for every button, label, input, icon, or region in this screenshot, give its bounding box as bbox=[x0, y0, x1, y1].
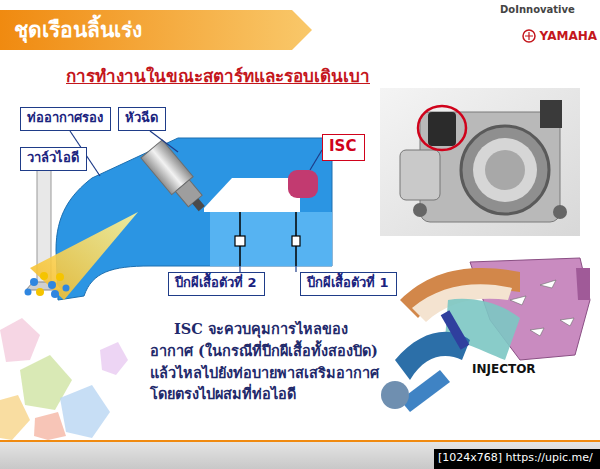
part-name: ISC bbox=[329, 137, 358, 157]
cutaway-illustration bbox=[441, 310, 470, 350]
throttle-body-photo bbox=[400, 150, 440, 200]
fuel-droplets bbox=[36, 288, 44, 296]
brand-slogan: DoInnovative bbox=[500, 4, 575, 15]
fuel-droplets bbox=[51, 290, 59, 298]
logo-emblem bbox=[525, 32, 533, 40]
intake-duct bbox=[56, 138, 332, 300]
fuel-droplets bbox=[40, 272, 48, 280]
title-banner bbox=[0, 10, 312, 50]
part-label: ท่ออากาศรอง bbox=[20, 107, 111, 131]
decor-gems bbox=[0, 395, 30, 440]
throttle-body-photo bbox=[485, 150, 525, 190]
throttle-body-photo bbox=[540, 100, 562, 128]
leader-line bbox=[295, 266, 296, 272]
leader-line bbox=[310, 150, 322, 170]
throttle-body-photo bbox=[473, 138, 537, 202]
part-label: วาล์วไอดี bbox=[20, 147, 87, 171]
leader-line bbox=[46, 131, 322, 272]
footer-line bbox=[0, 440, 600, 442]
throttle-body-photo bbox=[420, 112, 560, 222]
intake-duct bbox=[210, 212, 332, 266]
isc-valve bbox=[288, 170, 318, 198]
part-name: วาล์วไอดี bbox=[27, 150, 80, 167]
fuel-droplets bbox=[56, 273, 64, 281]
cutaway-illustration bbox=[381, 258, 590, 412]
part-name: ปีกผีเสื้อตัวที่ 2 bbox=[175, 275, 258, 292]
part-label: หัวฉีด bbox=[118, 107, 166, 131]
cutaway-illustration bbox=[560, 318, 574, 326]
cutaway-illustration bbox=[510, 296, 526, 305]
logo-emblem bbox=[523, 30, 535, 42]
fuel-droplets bbox=[48, 281, 56, 289]
part-name: ปีกผีเสื้อตัวที่ 1 bbox=[307, 275, 390, 292]
part-name: ท่ออากาศรอง bbox=[27, 110, 104, 127]
cutaway-illustration bbox=[530, 328, 544, 336]
part-label: ปีกผีเสื้อตัวที่ 1 bbox=[300, 272, 397, 296]
decor-gems bbox=[34, 412, 66, 440]
throttle-body-photo bbox=[418, 106, 466, 150]
throttle-body-photo bbox=[461, 126, 549, 214]
decor-gems bbox=[0, 318, 128, 440]
fuel-spray bbox=[30, 212, 138, 300]
throttle-body-photo bbox=[413, 203, 427, 217]
footer-bar bbox=[0, 440, 600, 469]
cutaway-illustration bbox=[576, 268, 590, 300]
logo-emblem bbox=[523, 30, 535, 42]
throttle-body-photo bbox=[380, 88, 580, 236]
explanation-text: ISC จะควบคุมการไหลของอากาศ (ในกรณีที่ปีก… bbox=[150, 318, 385, 405]
watermark-ground bbox=[434, 449, 600, 469]
cutaway-illustration bbox=[510, 280, 574, 336]
fuel-droplets bbox=[30, 278, 38, 286]
brand-logo: YAMAHA bbox=[540, 29, 597, 43]
intake-duct bbox=[204, 178, 300, 212]
decor-gems bbox=[60, 385, 110, 438]
throttle-body-photo bbox=[428, 112, 456, 146]
slide-subtitle: การทำงานในขณะสตาร์ทและรอบเดินเบา bbox=[66, 62, 370, 89]
leader-line bbox=[150, 131, 178, 152]
butterfly-valve bbox=[235, 212, 300, 266]
throttle-body-photo bbox=[553, 205, 567, 219]
fuel-droplets bbox=[63, 285, 70, 292]
cutaway-illustration bbox=[381, 381, 409, 409]
part-callout: INJECTOR bbox=[470, 362, 538, 376]
watermark: [1024x768] https://upic.me/ bbox=[438, 451, 593, 464]
fuel-droplets bbox=[25, 272, 70, 298]
decor-gems bbox=[100, 342, 128, 375]
intake-duct bbox=[56, 138, 332, 300]
injector bbox=[192, 198, 205, 211]
part-label: ปีกผีเสื้อตัวที่ 2 bbox=[168, 272, 265, 296]
butterfly-valve bbox=[235, 236, 245, 246]
cutaway-illustration bbox=[540, 280, 556, 288]
part-name: หัวฉีด bbox=[125, 110, 159, 127]
decor-gems bbox=[0, 318, 40, 362]
throttle-body-photo bbox=[380, 88, 580, 236]
butterfly-valve bbox=[292, 236, 300, 246]
part-label: ISC bbox=[322, 134, 365, 161]
fuel-droplets bbox=[25, 289, 32, 296]
slide-title: ชุดเรือนลิ้นเร่ง bbox=[14, 13, 142, 46]
